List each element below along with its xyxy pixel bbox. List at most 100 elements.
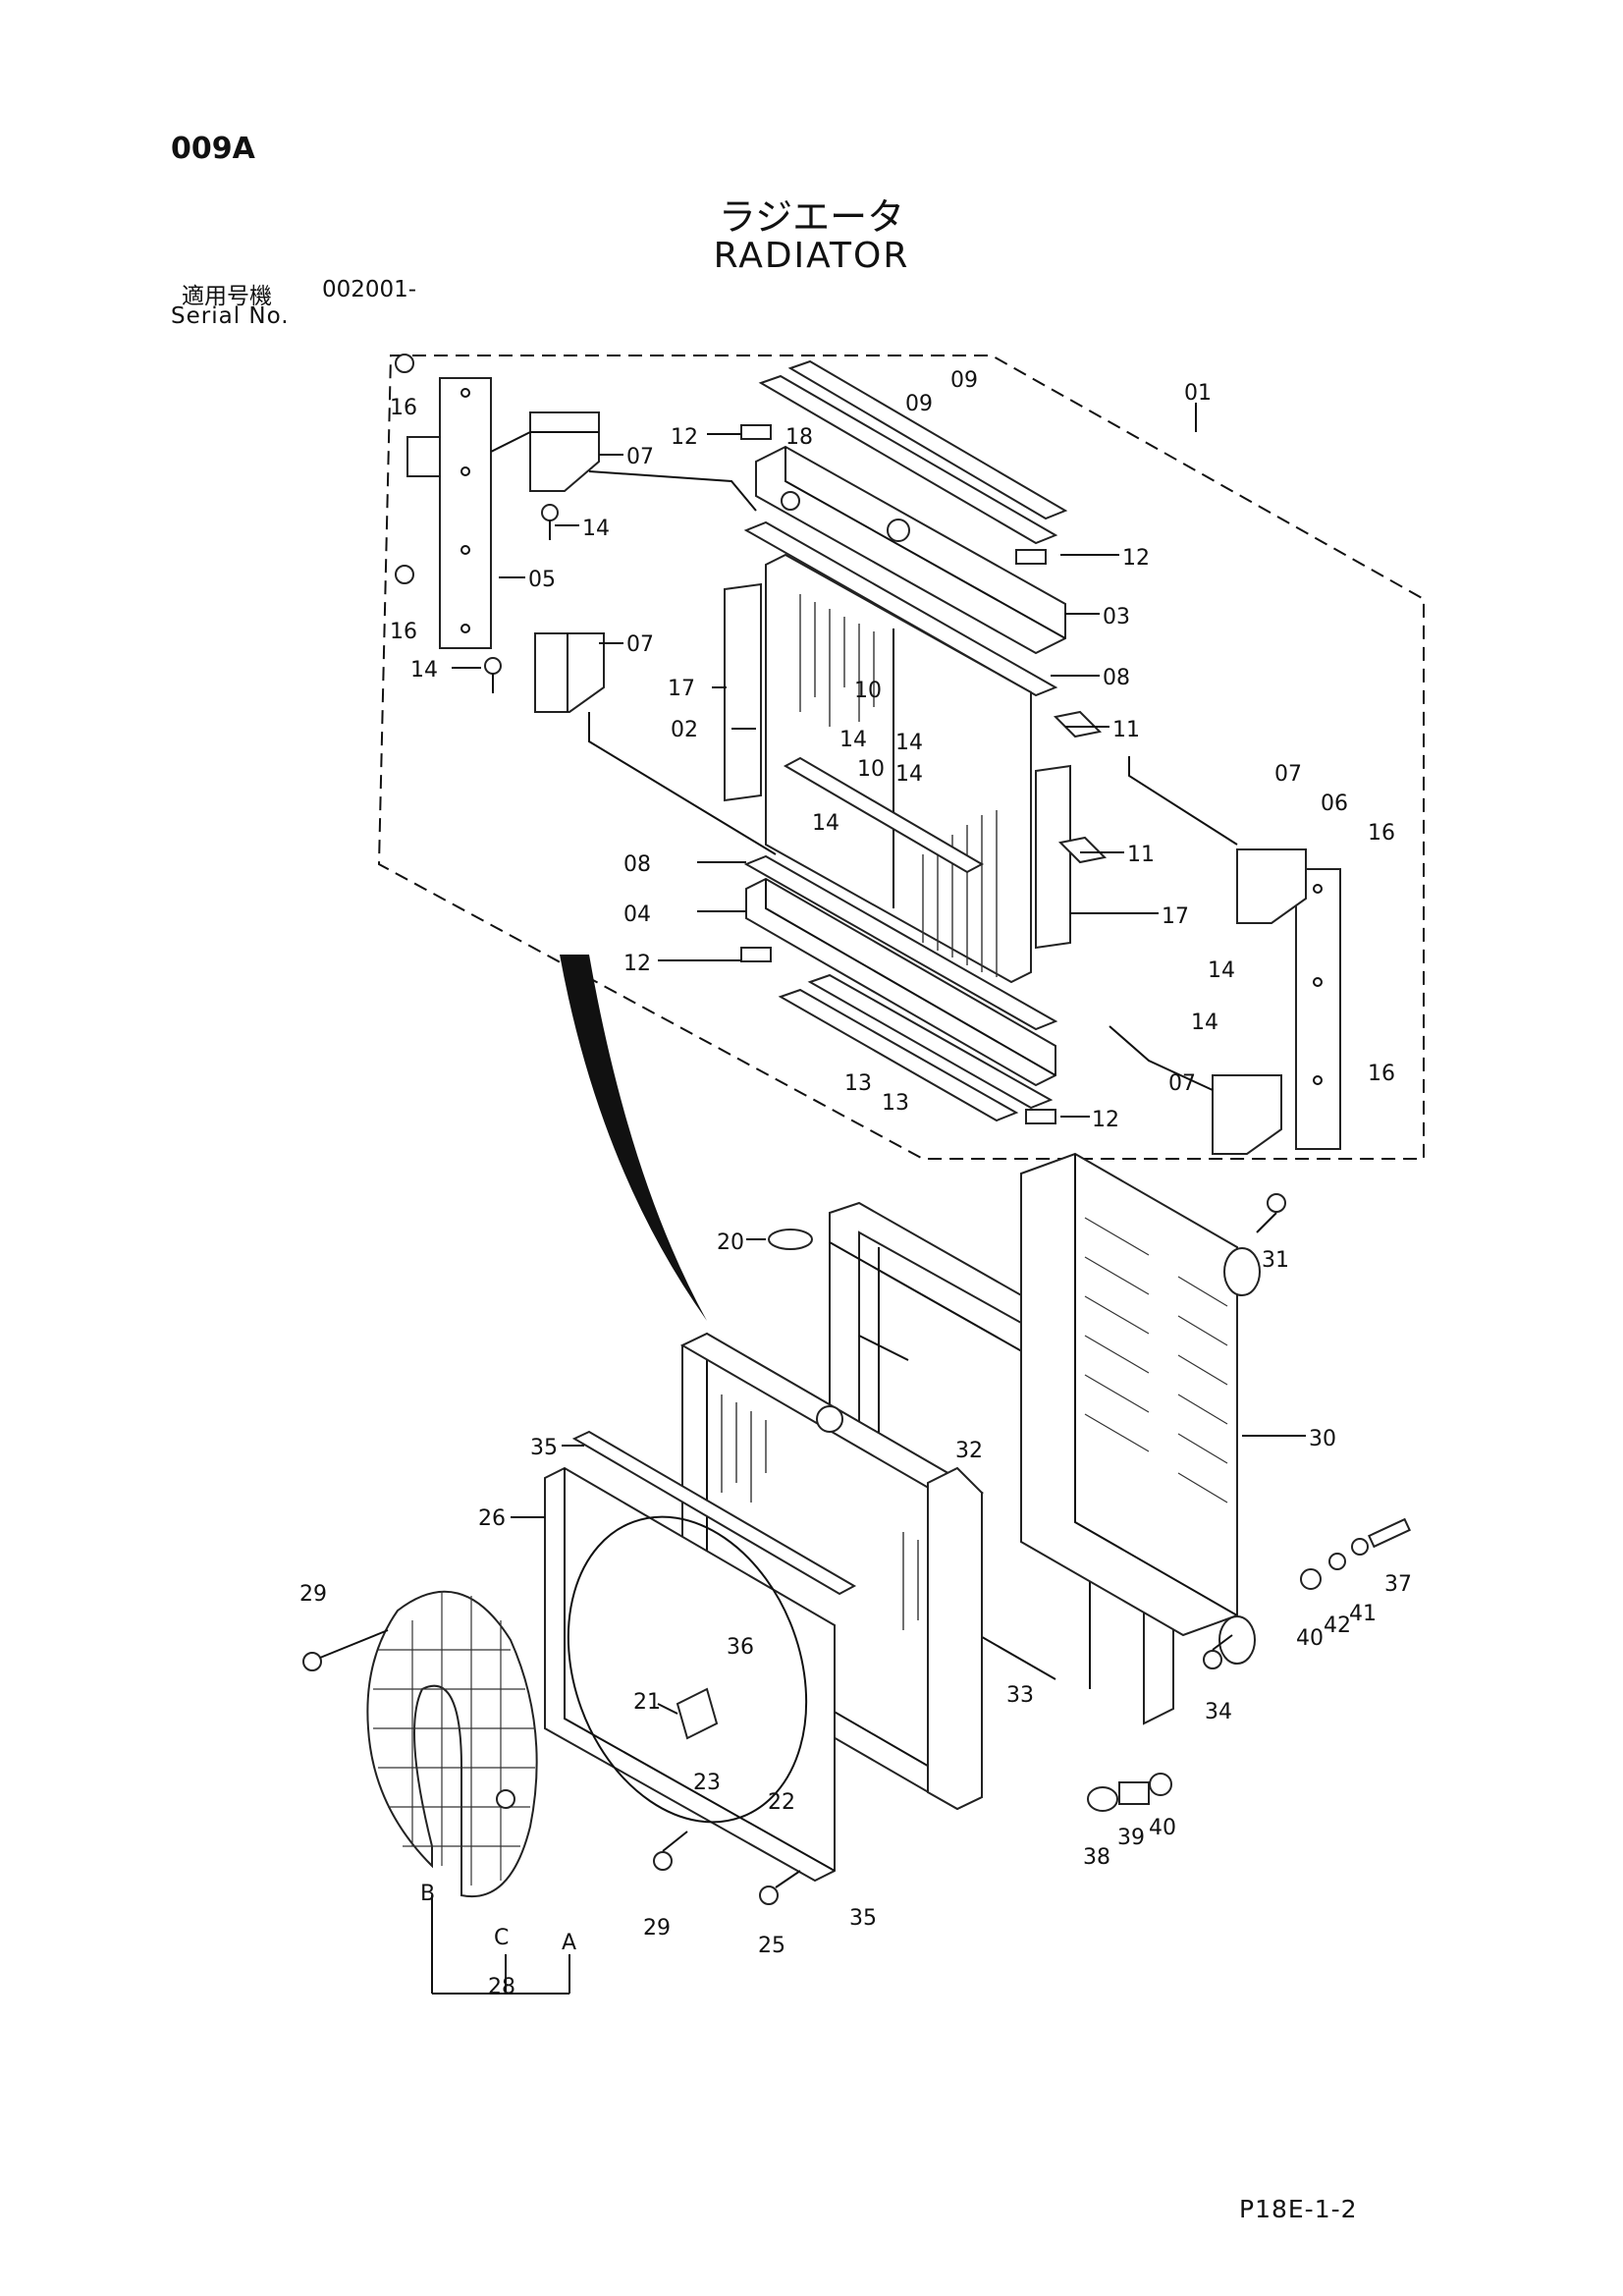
pad-12 [1015,549,1047,565]
seal-strip-09 [758,359,1068,545]
callout-13-b: 13 [882,1091,909,1116]
side-bracket-05 [406,377,492,649]
callout-12-a: 12 [671,425,698,450]
callout-22: 22 [768,1790,795,1815]
callout-37: 37 [1384,1572,1412,1597]
callout-18: 18 [785,425,813,450]
callout-21: 21 [633,1690,661,1715]
callout-04: 04 [623,902,651,927]
callout-09-b: 09 [905,392,933,416]
callout-41: 41 [1349,1602,1377,1626]
callout-35-a: 35 [530,1436,558,1460]
callout-28: 28 [488,1975,515,1999]
callout-33: 33 [1006,1683,1034,1708]
callout-14-h: 14 [1191,1011,1218,1035]
callout-14-e: 14 [895,762,923,787]
rubber-seal-17-right [1035,764,1071,950]
callout-40-a: 40 [1296,1626,1324,1651]
seal-strip-13-upper [807,973,1054,1110]
callout-16-d: 16 [1368,1062,1395,1086]
callout-35-b: 35 [849,1906,877,1931]
fan-shroud-26 [544,1430,857,1883]
callout-11-a: 11 [1112,718,1140,742]
callout-32: 32 [955,1439,983,1463]
callout-14-g: 14 [1208,958,1235,983]
callout-16-b: 16 [390,620,417,644]
callout-B: B [420,1882,435,1906]
callout-42: 42 [1324,1613,1351,1638]
callout-12-c: 12 [623,952,651,976]
callout-30: 30 [1309,1427,1336,1451]
side-bracket-06 [1295,868,1341,1150]
bolt-icon [395,354,559,693]
radiator-core-02 [765,553,1032,984]
callout-14-b: 14 [410,658,438,683]
callout-09-a: 09 [950,368,978,393]
pad-12 [1025,1109,1056,1124]
callout-14-f: 14 [812,811,839,836]
callout-07-a: 07 [626,445,654,469]
callout-06: 06 [1321,792,1348,816]
serial-label-english: Serial No. [171,303,290,329]
callout-13-a: 13 [844,1071,872,1096]
intercooler-30 [1020,1152,1261,1665]
lower-tank-04 [745,877,1056,1087]
callout-14-c: 14 [839,728,867,752]
assembly-leader-lines [490,431,1238,1091]
callout-14-d: 14 [895,731,923,755]
upper-tank-03 [755,445,1066,655]
serial-label-japanese: 適用号機 [182,284,272,309]
seal-strip-08-lower [743,854,1058,1031]
callout-40-b: 40 [1149,1816,1176,1840]
callout-08-b: 08 [623,852,651,877]
callout-01: 01 [1184,381,1212,406]
callout-39: 39 [1117,1826,1145,1850]
strip-11 [1053,710,1103,738]
mount-bracket-07-lower-left [534,632,605,713]
callout-29-b: 29 [643,1916,671,1941]
callout-07-b: 07 [626,632,654,657]
callout-12-d: 12 [1092,1108,1119,1132]
callout-36: 36 [727,1635,754,1660]
page-title-english: RADIATOR [713,236,910,276]
callout-02: 02 [671,718,698,742]
page-reference: P18E-1-2 [1239,2195,1358,2223]
callout-10-a: 10 [854,679,882,703]
callout-leader-lines [431,403,1306,1995]
callout-16-a: 16 [390,396,417,420]
callout-31: 31 [1262,1248,1289,1273]
callout-07-d: 07 [1168,1071,1196,1096]
callout-16-c: 16 [1368,821,1395,846]
callout-A: A [562,1931,576,1955]
stay-bar-10 [783,756,985,874]
callout-C: C [494,1926,509,1950]
seal-strip-13-lower [778,988,1019,1122]
callout-23: 23 [693,1771,721,1795]
strip-11 [1057,836,1108,864]
callout-05: 05 [528,568,556,592]
callout-07-c: 07 [1274,762,1302,787]
pad-12 [740,424,772,440]
assembly-reference-arc [560,955,707,1321]
small-hardware [302,1193,1411,1905]
callout-17-a: 17 [668,677,695,701]
callout-29-a: 29 [299,1582,327,1607]
callout-20: 20 [717,1230,744,1255]
page-title-japanese: ラジエータ [718,195,905,239]
pad-12 [740,947,772,962]
callout-26: 26 [478,1506,506,1531]
callout-25: 25 [758,1934,785,1958]
callout-38: 38 [1083,1845,1110,1870]
fan-guard-28 [366,1590,538,1898]
callout-08-a: 08 [1103,666,1130,690]
callout-14-a: 14 [582,517,610,541]
callout-11-b: 11 [1127,843,1155,867]
callout-10-b: 10 [857,757,885,782]
mount-bracket-07-upper-left [529,411,600,492]
callout-03: 03 [1103,605,1130,629]
serial-range: 002001- [322,277,417,302]
mount-bracket-07-upper-right [1236,848,1307,924]
callout-34: 34 [1205,1700,1232,1724]
mount-bracket-07-lower-right [1212,1074,1282,1155]
